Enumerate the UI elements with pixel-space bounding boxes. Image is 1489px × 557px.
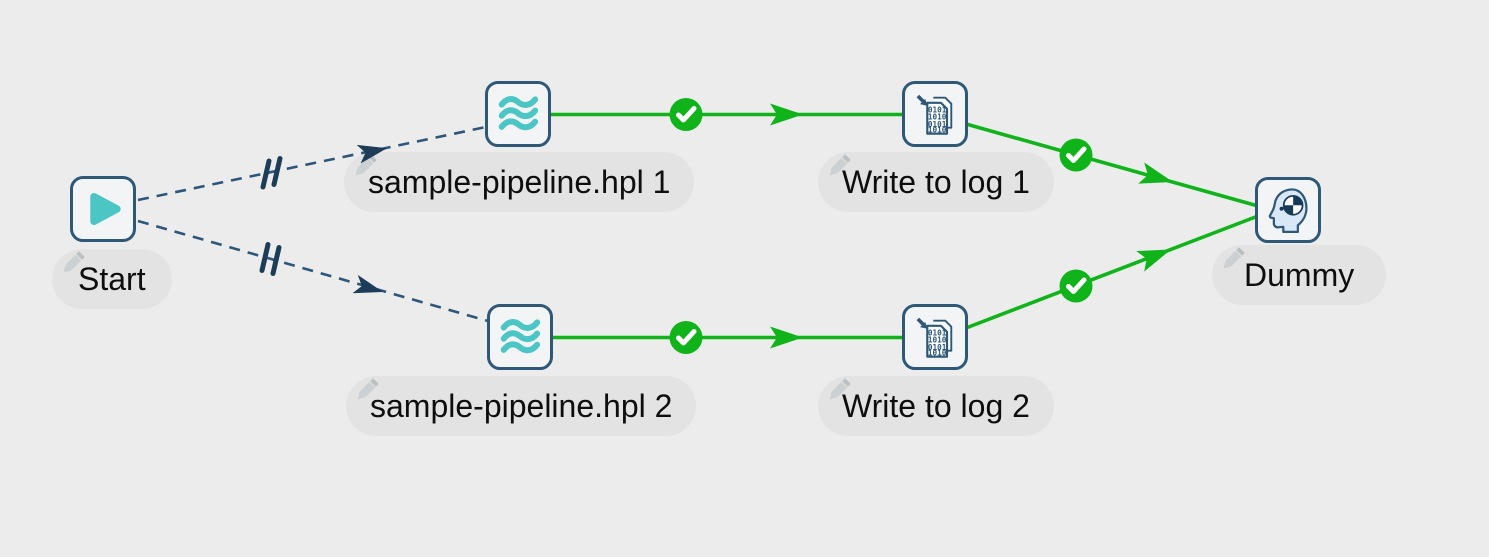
hop-pipeline1-to-log1[interactable] <box>551 98 903 131</box>
hop-start-to-pipeline2[interactable] <box>137 219 489 323</box>
action-label-text: sample-pipeline.hpl 1 <box>368 163 671 200</box>
hop-arrowhead-icon <box>352 274 383 294</box>
svg-text:0101: 0101 <box>928 105 947 114</box>
write-to-log-icon: 0101 1010 0101 1010 <box>916 94 953 135</box>
parallel-execution-marker <box>259 242 282 276</box>
action-node-log2[interactable]: 0101 1010 0101 1010 <box>902 304 968 370</box>
hop-success-check-icon <box>669 98 703 131</box>
pencil-icon <box>1223 247 1245 269</box>
action-label-dummy[interactable]: Dummy <box>1212 245 1387 305</box>
write-to-log-icon: 0101 1010 0101 1010 <box>916 317 953 358</box>
hop-arrowhead-icon <box>1138 162 1173 184</box>
pencil-icon <box>63 251 85 273</box>
action-label-text: Start <box>78 260 146 297</box>
pencil-icon <box>829 154 851 176</box>
dummy-head-target-icon <box>1268 188 1308 233</box>
hop-success-check-icon <box>1059 269 1093 303</box>
hop-start-to-pipeline1[interactable] <box>137 125 487 202</box>
svg-text:1010: 1010 <box>928 348 947 357</box>
action-node-start[interactable] <box>70 176 136 242</box>
action-node-pipeline2[interactable] <box>487 304 553 370</box>
pipeline-waves-icon <box>498 96 539 131</box>
hop-log1-to-dummy[interactable] <box>965 122 1259 208</box>
action-label-text: Write to log 2 <box>842 387 1030 424</box>
hop-pipeline2-to-log2[interactable] <box>553 321 903 354</box>
action-label-text: sample-pipeline.hpl 2 <box>370 387 673 424</box>
svg-text:1010: 1010 <box>928 336 947 345</box>
action-node-log1[interactable]: 0101 1010 0101 1010 <box>902 81 968 147</box>
hop-arrowhead-icon <box>356 144 387 164</box>
play-icon <box>90 192 121 226</box>
pencil-icon <box>829 378 851 400</box>
action-label-log1[interactable]: Write to log 1 <box>818 152 1054 212</box>
pencil-icon <box>357 378 379 400</box>
pipeline-waves-icon <box>500 319 541 354</box>
hop-arrowhead-icon <box>770 326 803 349</box>
svg-text:0101: 0101 <box>928 120 947 129</box>
action-label-pipeline1[interactable]: sample-pipeline.hpl 1 <box>344 152 695 212</box>
svg-text:0101: 0101 <box>928 343 947 352</box>
svg-text:1010: 1010 <box>928 113 947 122</box>
action-node-pipeline1[interactable] <box>485 81 551 147</box>
action-label-text: Dummy <box>1244 256 1355 293</box>
hop-arrowhead-icon <box>770 103 803 126</box>
action-label-pipeline2[interactable]: sample-pipeline.hpl 2 <box>346 376 697 436</box>
svg-text:1010: 1010 <box>928 125 947 134</box>
hop-success-check-icon <box>669 321 703 354</box>
hop-arrowhead-icon <box>1136 249 1171 272</box>
action-node-dummy[interactable] <box>1255 177 1321 243</box>
svg-text:0101: 0101 <box>928 328 947 337</box>
action-label-text: Write to log 1 <box>842 163 1030 200</box>
hop-log2-to-dummy[interactable] <box>965 214 1259 330</box>
action-label-log2[interactable]: Write to log 2 <box>818 376 1054 436</box>
parallel-execution-marker <box>260 156 283 190</box>
hop-success-check-icon <box>1059 138 1093 172</box>
action-label-start[interactable]: Start <box>52 249 172 309</box>
